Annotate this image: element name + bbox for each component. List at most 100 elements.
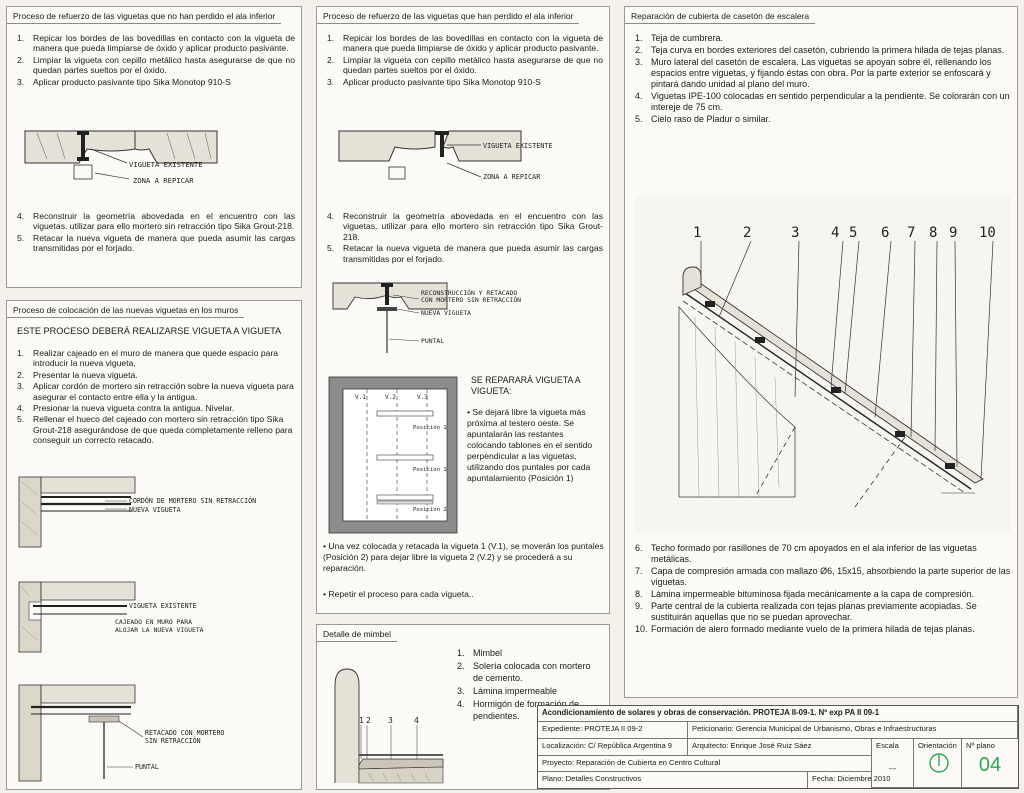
label-v2: V.2 [385,394,396,401]
item-text: Limpiar la vigueta con cepillo metálico … [343,54,603,76]
label-10: 10 [979,225,996,241]
item-number: 5. [635,114,643,124]
item-text: Retacar la nueva vigueta de manera que p… [343,243,603,264]
item-text: Repicar los bordes de las bovedillas en … [343,33,603,54]
item-number: 2. [17,54,25,65]
repair-bullet-1-text: Se dejará libre la vigueta más próxima a… [467,407,593,483]
seccion-cubierta-sketch: 1 2 3 4 5 6 7 8 9 10 [635,197,1011,533]
item-text: Muro lateral del casetón de escalera. La… [651,57,992,89]
item-number: 2. [635,45,643,55]
panel-cubierta-caseton: Reparación de cubierta de casetón de esc… [624,6,1018,698]
item-text: Cielo raso de Pladur o similar. [651,114,771,124]
tb-orientacion: Orientación [914,739,962,788]
panel-title: Proceso de refuerzo de las viguetas que … [317,7,580,24]
list-item: 4. Hormigón de formación de pendientes. [453,698,603,722]
label-5: 5 [849,225,857,241]
list-item: 5.Retacar la nueva vigueta de manera que… [13,233,295,254]
items-list-b: 6.Techo formado por rasillones de 70 cm … [631,543,1011,636]
steps-list-b: 4.Reconstruir la geometría abovedada en … [323,211,603,265]
steps-list: 1. Realizar cajeado en el muro de manera … [13,348,297,447]
tb-proyecto: Proyecto: Reparación de Cubierta en Cent… [538,756,872,772]
tb-localizacion: Localización: C/ República Argentina 9 [538,739,688,756]
item-number: 3. [17,76,25,87]
item-text: Teja de cumbrera. [651,33,724,43]
list-item: 1.Mimbel [453,647,603,659]
list-item: 1.Teja de cumbrera. [631,33,1011,44]
item-number: 9. [635,601,643,611]
vigueta-repicar-sketch: VIGUETA EXISTENTE ZONA A REPICAR [24,130,218,185]
label-zona-repicar: ZONA A REPICAR [483,173,541,181]
item-text: Realizar cajeado en el muro de manera qu… [33,348,279,369]
tb-expediente: Expediente: PROTEJA II 09-2 [538,722,688,739]
label-posicion2: Posición 2 [413,506,447,513]
list-item: 10.Formación de alero formado mediante v… [631,624,1011,635]
panel-title: Detalle de mimbel [317,625,398,642]
list-item: 4.Reconstruir la geometría abovedada en … [13,211,295,232]
item-number: 4. [17,403,25,414]
panel-title: Proceso de colocación de las nuevas vigu… [7,301,245,318]
item-text: Solería colocada con mortero de cemento. [473,661,591,683]
reconstruccion-sketch: RECONSTRUCCIÓN Y RETACADO CON MORTERO SI… [332,282,521,353]
item-number: 3. [457,686,465,696]
item-text: Hormigón de formación de pendientes. [473,699,580,721]
label-1: 1 [359,716,364,725]
label-9: 9 [949,225,957,241]
list-item: 4.Reconstruir la geometría abovedada en … [323,211,603,242]
panel-refuerzo-sin-ala: Proceso de refuerzo de las viguetas que … [316,6,610,614]
item-number: 1. [17,348,25,358]
steps-list: 1.Repicar los bordes de las bovedillas e… [13,33,295,88]
list-item: 3.Aplicar cordón de mortero sin retracci… [13,381,297,402]
label-con-mortero: CON MORTERO SIN RETRACCIÓN [421,295,521,304]
item-text: Retacar la nueva vigueta de manera que p… [33,232,295,254]
orientacion-label: Orientación [918,741,957,750]
list-item: 1. Realizar cajeado en el muro de manera … [13,348,297,369]
list-item: 3.Muro lateral del casetón de escalera. … [631,57,1011,90]
list-item: 6.Techo formado por rasillones de 70 cm … [631,543,1011,565]
item-number: 3. [327,76,335,87]
list-item: 7.Capa de compresión armada con mallazo … [631,566,1011,588]
list-item: 2.Teja curva en bordes exteriores del ca… [631,45,1011,56]
list-item: 3.Lámina impermeable [453,685,603,697]
label-1: 1 [693,225,701,241]
escala-label: Escala [876,741,899,750]
item-number: 2. [17,369,25,380]
cajeado-muro-sketch: VIGUETA EXISTENTE CAJEADO EN MURO PARA A… [18,581,204,653]
item-text: Rellenar el hueco del cajeado con morter… [33,414,293,446]
repair-bullet-2-text: Una vez colocada y retacada la vigueta 1… [323,541,604,573]
label-posicion1a: Posición 1 [413,424,447,431]
bullet-icon: • [323,541,329,551]
label-retacado: RETACADO CON MORTERO [145,729,224,737]
repair-heading: SE REPARARÁ VIGUETA A VIGUETA: [471,375,581,396]
item-text: Formación de alero formado mediante vuel… [651,624,975,634]
retacado-puntal-sketch: RETACADO CON MORTERO SIN RETRACCIÓN PUNT… [18,684,224,782]
list-item: 2. Presentar la nueva vigueta. [13,370,297,380]
vigueta-repicar-sketch: VIGUETA EXISTENTE ZONA A REPICAR [338,130,553,181]
label-reconstruccion: RECONSTRUCCIÓN Y RETACADO [421,288,517,297]
item-text: Presentar la nueva vigueta. [33,369,138,380]
item-number: 7. [635,566,643,576]
repair-bullet-2: • Una vez colocada y retacada la vigueta… [323,541,605,574]
tb-arquitecto: Arquitecto: Enrique José Ruiz Sáez [688,739,872,756]
item-number: 4. [17,211,25,221]
item-text: Presionar la nueva vigueta contra la ant… [33,403,235,414]
cordon-mortero-sketch: CORDÓN DE MORTERO SIN RETRACCIÓN NUEVA V… [18,476,256,548]
tb-plano: Plano: Detalles Constructivos [538,772,808,788]
tb-header: Acondicionamiento de solares y obras de … [538,706,1018,722]
panel-title: Reparación de cubierta de casetón de esc… [625,7,816,24]
label-vigueta-existente: VIGUETA EXISTENTE [483,142,553,150]
label-3: 3 [791,225,799,241]
label-nueva-vigueta: NUEVA VIGUETA [129,506,181,514]
bullet-icon: • [467,407,473,417]
list-item: 2.Limpiar la vigueta con cepillo metálic… [323,55,603,76]
item-number: 4. [457,699,465,709]
list-item: 2.Solería colocada con mortero de cement… [453,660,603,684]
list-item: 5. Cielo raso de Pladur o similar. [631,114,1011,125]
list-item: 1.Repicar los bordes de las bovedillas e… [323,33,603,54]
label-8: 8 [929,225,937,241]
label-2: 2 [743,225,751,241]
label-alojar: ALOJAR LA NUEVA VIGUETA [115,626,204,634]
label-sin-retraccion: SIN RETRACCIÓN [145,736,201,745]
panel-nuevas-viguetas: Proceso de colocación de las nuevas vigu… [6,300,302,790]
escala-value: --- [888,764,897,773]
list-item: 2.Limpiar la vigueta con cepillo metálic… [13,55,295,76]
